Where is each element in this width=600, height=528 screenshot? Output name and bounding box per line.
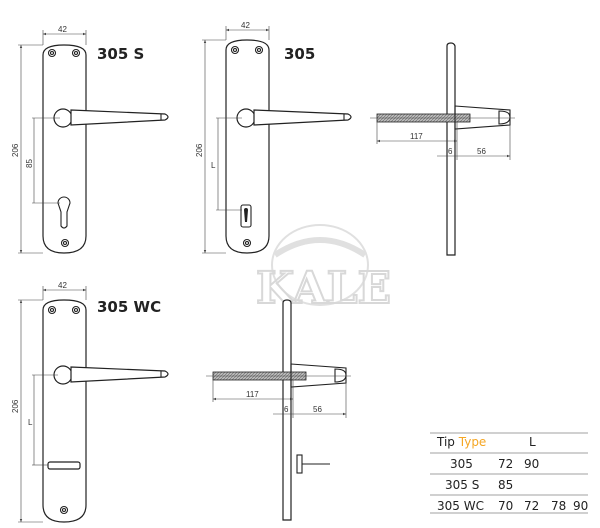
watermark-text: KALE (256, 263, 391, 314)
height-dimension: 206 (11, 143, 20, 157)
plate-thickness-dimension: 6 (284, 405, 289, 414)
svg-text:70: 70 (498, 499, 513, 513)
table-row: 305 S 85 (445, 478, 513, 492)
front-view-305: 42 206 L 305 (195, 21, 352, 254)
header-tip: Tip (436, 435, 455, 449)
table-row: 305 WC 70 72 78 90 (437, 499, 588, 513)
front-view-305-s: 42 206 85 305 S (11, 25, 169, 254)
svg-text:85: 85 (498, 478, 513, 492)
table-header: Tip Type (436, 435, 486, 449)
side-view-top: 117 6 56 (370, 42, 515, 256)
side-view-bottom: 117 6 56 (206, 299, 351, 521)
svg-text:90: 90 (573, 499, 588, 513)
spacing-dimension: L (28, 418, 33, 427)
rod-length-dimension: 117 (410, 132, 423, 141)
dimension-table: Tip Type L 305 72 90 305 S 85 305 WC 70 … (430, 432, 588, 514)
svg-text:72: 72 (524, 499, 539, 513)
width-dimension: 42 (58, 281, 67, 290)
kale-watermark-logo: KALE (255, 224, 392, 315)
svg-text:90: 90 (524, 457, 539, 471)
svg-text:72: 72 (498, 457, 513, 471)
rod-length-dimension: 117 (246, 390, 259, 399)
svg-text:305 S: 305 S (445, 478, 479, 492)
header-type: Type (458, 435, 487, 449)
front-view-305-wc: 42 206 L 305 WC (11, 281, 169, 523)
width-dimension: 42 (58, 25, 67, 34)
height-dimension: 206 (11, 399, 20, 413)
width-dimension: 42 (241, 21, 250, 30)
table-row: 305 72 90 (450, 457, 539, 471)
model-title: 305 (284, 45, 315, 63)
height-dimension: 206 (195, 143, 204, 157)
plate-thickness-dimension: 6 (448, 147, 453, 156)
spacing-dimension: L (211, 161, 216, 170)
svg-text:305 WC: 305 WC (437, 499, 484, 513)
svg-text:305: 305 (450, 457, 473, 471)
header-l: L (529, 435, 536, 449)
handle-projection-dimension: 56 (313, 405, 322, 414)
spacing-dimension: 85 (25, 159, 34, 168)
svg-text:78: 78 (551, 499, 566, 513)
model-title: 305 WC (97, 298, 161, 316)
model-title: 305 S (97, 45, 144, 63)
handle-projection-dimension: 56 (477, 147, 486, 156)
